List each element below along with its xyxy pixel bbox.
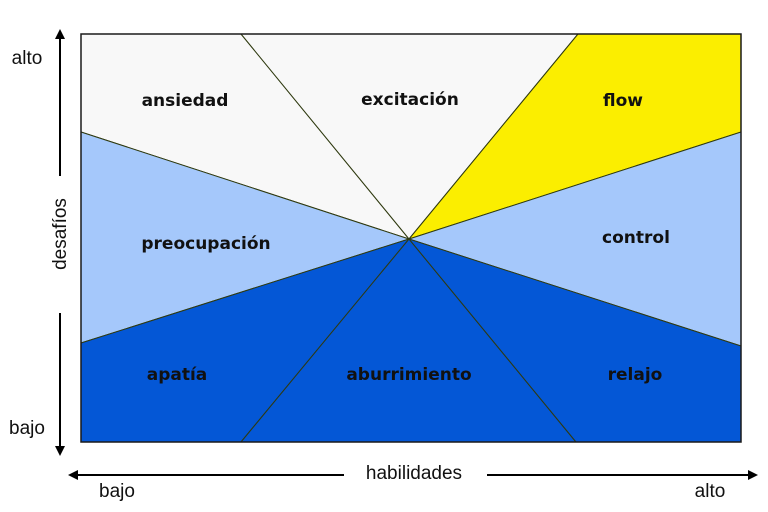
label-excitacion: excitación bbox=[361, 90, 459, 110]
y-axis-low-label: bajo bbox=[9, 418, 45, 439]
x-axis-low-label: bajo bbox=[99, 481, 135, 502]
label-apatia: apatía bbox=[147, 365, 208, 385]
y-axis-title: desafíos bbox=[50, 198, 71, 270]
label-ansiedad: ansiedad bbox=[142, 91, 229, 111]
label-flow: flow bbox=[603, 91, 643, 111]
label-relajo: relajo bbox=[608, 365, 663, 385]
diagram-frame bbox=[80, 33, 742, 443]
label-control: control bbox=[602, 228, 670, 248]
label-preocupacion: preocupación bbox=[141, 234, 270, 254]
label-aburrimiento: aburrimiento bbox=[346, 365, 471, 385]
x-axis-title: habilidades bbox=[366, 463, 462, 484]
y-axis-high-label: alto bbox=[12, 48, 43, 69]
x-axis-high-label: alto bbox=[695, 481, 726, 502]
